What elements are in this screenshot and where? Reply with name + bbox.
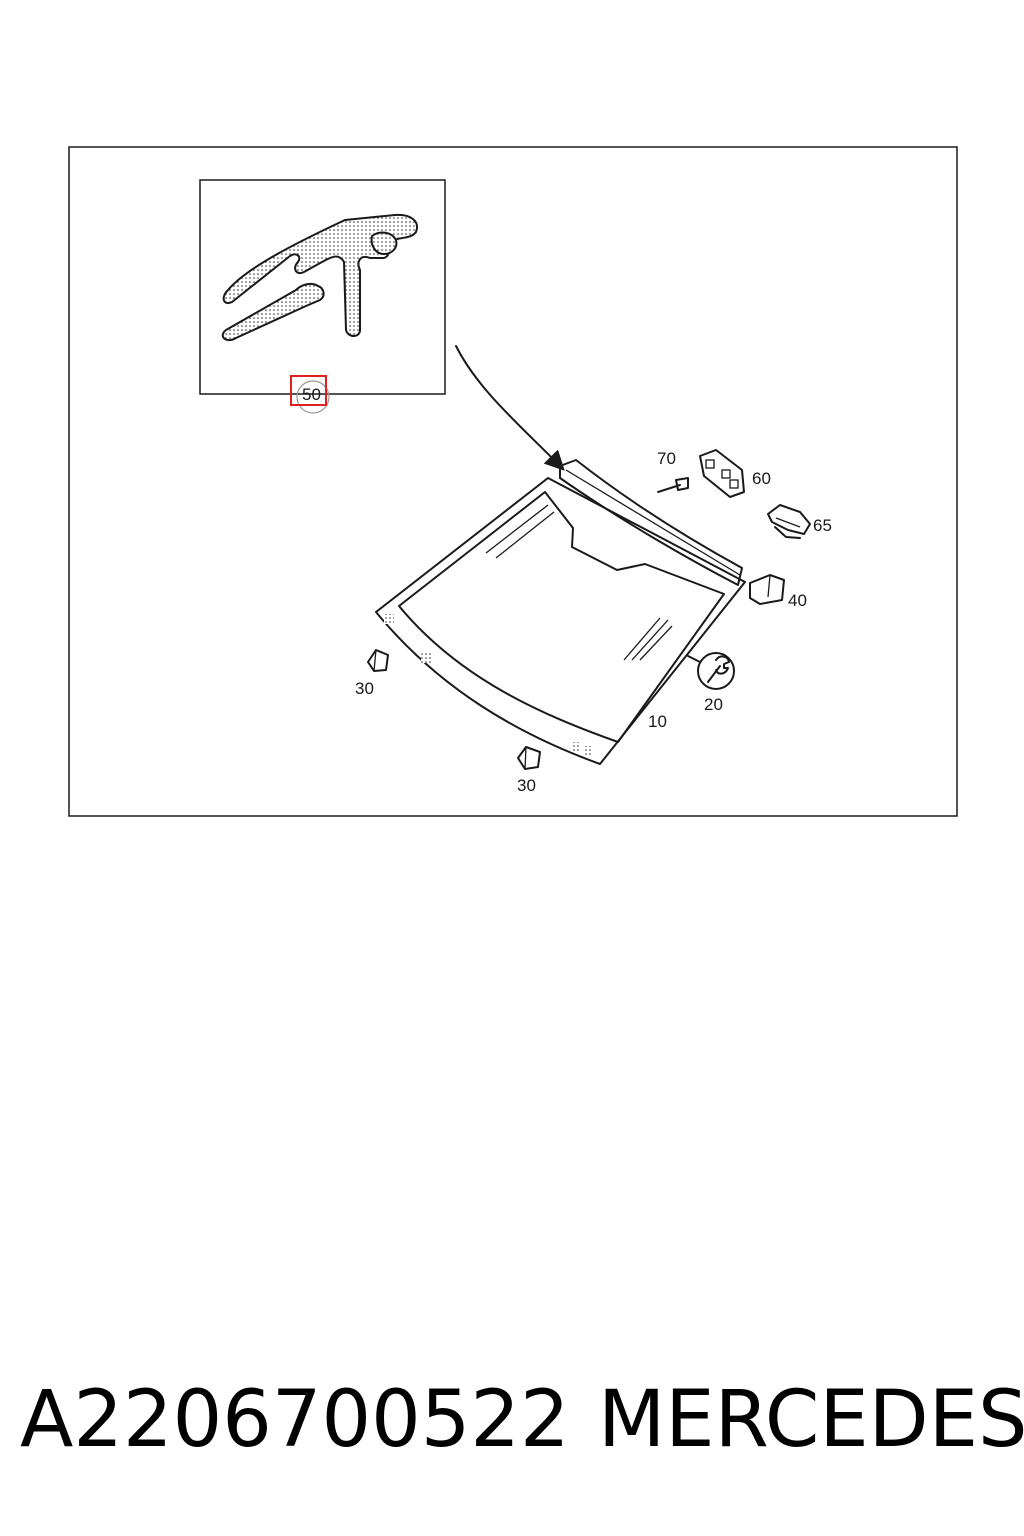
callout-50-label: 50	[302, 385, 321, 404]
windshield	[375, 477, 746, 765]
callout-10-label[interactable]: 10	[648, 712, 667, 731]
callout-70-label[interactable]: 70	[657, 449, 676, 468]
mounting-bracket	[699, 449, 745, 498]
seal-profile-lower	[221, 282, 325, 342]
detail-inset-frame	[199, 179, 446, 395]
callout-50-circle	[296, 380, 330, 414]
spacer-block-left	[367, 649, 389, 672]
part-number: A2206700522	[20, 1375, 570, 1465]
callout-20-label[interactable]: 20	[704, 695, 723, 714]
seal-profile-upper	[222, 213, 418, 337]
windshield-seal-strip	[559, 459, 743, 586]
spacer-block-bottom	[517, 746, 541, 770]
callout-30a-label[interactable]: 30	[355, 679, 374, 698]
callout-65-label[interactable]: 65	[813, 516, 832, 535]
retaining-clip	[767, 504, 811, 539]
callout-40-label[interactable]: 40	[788, 591, 807, 610]
diagram-frame	[68, 146, 958, 817]
seal-profile-clip	[370, 231, 398, 255]
callout-50-highlight	[290, 375, 327, 406]
seal-profile-detail	[199, 179, 446, 395]
callout-60-label[interactable]: 60	[752, 469, 771, 488]
end-cap	[749, 574, 785, 605]
brand-name: MERCEDES	[598, 1375, 1024, 1465]
windshield-outer-edge	[375, 477, 746, 765]
callout-50[interactable]: 50	[290, 375, 330, 414]
windshield-inner-edge	[398, 491, 725, 743]
wrench-icon	[687, 652, 735, 690]
detail-arrow	[455, 345, 565, 471]
rivet-pin	[657, 477, 689, 493]
callout-30b-label[interactable]: 30	[517, 776, 536, 795]
